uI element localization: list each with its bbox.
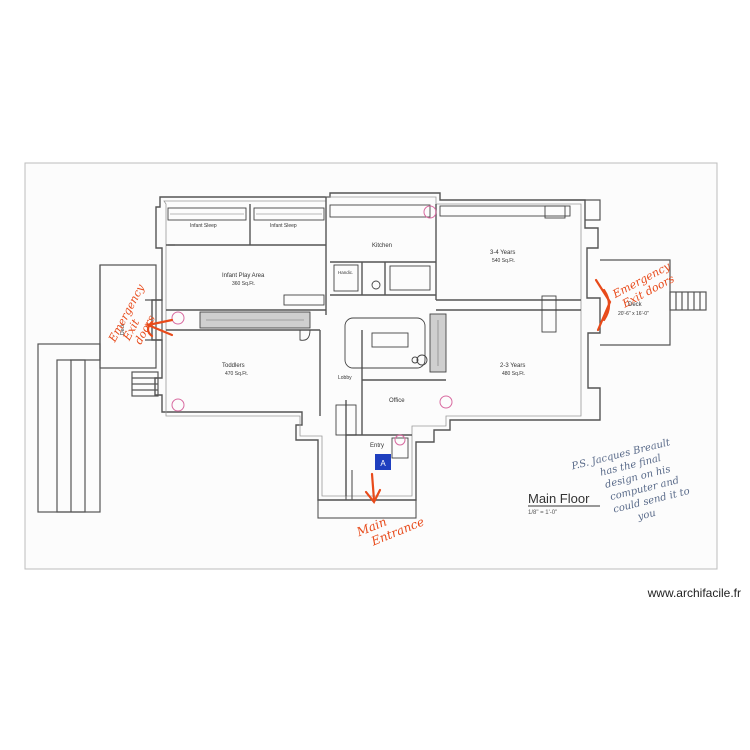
plan-scale: 1/8" = 1'-0" [528, 510, 557, 516]
room-entry: Entry [370, 443, 384, 449]
left-deck-area [37, 264, 163, 513]
entry-badge [375, 454, 391, 470]
room-infant-sleep-2: Infant Sleep [270, 223, 297, 229]
room-handic: Handic. [338, 270, 353, 275]
emergency-arrows [144, 278, 612, 505]
room-2-3-years-area: 480 Sq.Ft. [502, 371, 525, 377]
room-deck-right: Deck [628, 302, 643, 308]
room-deck-left: Deck [120, 323, 126, 335]
room-kitchen: Kitchen [372, 243, 392, 249]
wall-hatching [170, 213, 439, 366]
room-infant-play: Infant Play Area [222, 273, 265, 279]
right-deck-area [560, 199, 707, 346]
room-2-3-years: 2-3 Years [500, 363, 525, 369]
exit-door-markers [171, 205, 453, 446]
room-labels: Infant Sleep Infant Sleep Infant Play Ar… [120, 223, 649, 449]
ps-note: P.S. Jacques Breault has the final desig… [570, 437, 691, 523]
entry-porch [317, 470, 417, 519]
room-office: Office [389, 398, 405, 404]
room-3-4-years: 3-4 Years [490, 250, 515, 256]
entry-badge-label: A [380, 459, 386, 468]
plan-title: Main Floor [528, 491, 590, 506]
room-infant-play-area: 360 Sq.Ft. [232, 281, 255, 287]
room-infant-sleep-1: Infant Sleep [190, 223, 217, 229]
room-toddlers: Toddlers [222, 363, 245, 369]
room-3-4-years-area: 540 Sq.Ft. [492, 258, 515, 264]
room-toddlers-area: 470 Sq.Ft. [225, 371, 248, 377]
watermark: www.archifacile.fr [647, 586, 741, 600]
paper-sheet [24, 162, 718, 570]
room-lobby: Lobby [338, 375, 352, 381]
room-deck-right-dim: 20'-6" x 16'-0" [618, 311, 649, 317]
ps-note-line-6: you [636, 508, 657, 523]
